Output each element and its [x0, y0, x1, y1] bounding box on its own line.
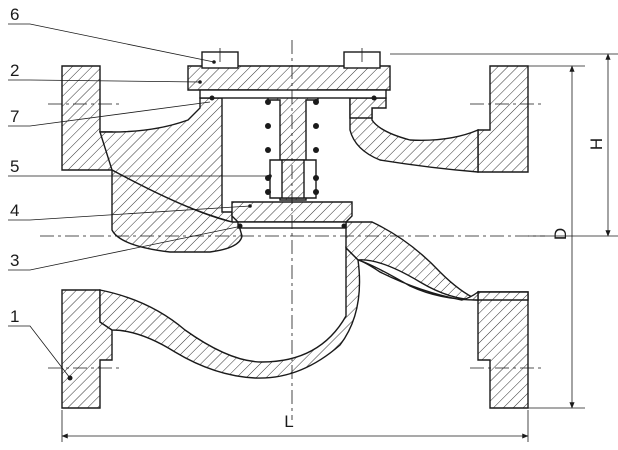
seat-right	[345, 221, 529, 302]
gasket	[199, 89, 387, 99]
centre-lines	[40, 40, 545, 420]
spring-coils	[209, 95, 377, 229]
part-label-2: 2	[10, 61, 19, 80]
valve-body	[61, 65, 529, 409]
right-flange	[477, 65, 529, 173]
dimension-lines	[61, 53, 618, 442]
right-flange-lower	[477, 291, 529, 409]
dimension-label-d: D	[551, 228, 570, 240]
part-label-7: 7	[10, 107, 19, 126]
part-label-4: 4	[10, 201, 19, 220]
lower-bowl	[99, 246, 361, 379]
bushing-inner	[281, 159, 305, 199]
part-label-1: 1	[10, 307, 19, 326]
neck-right	[349, 97, 387, 119]
leader-lines	[8, 23, 270, 379]
lower-right-wall	[357, 259, 479, 301]
dimension-label-h: H	[587, 138, 606, 150]
dimension-label-l: L	[284, 412, 293, 431]
part-label-5: 5	[10, 157, 19, 176]
part-label-3: 3	[10, 251, 19, 270]
part-label-6: 6	[10, 5, 19, 24]
